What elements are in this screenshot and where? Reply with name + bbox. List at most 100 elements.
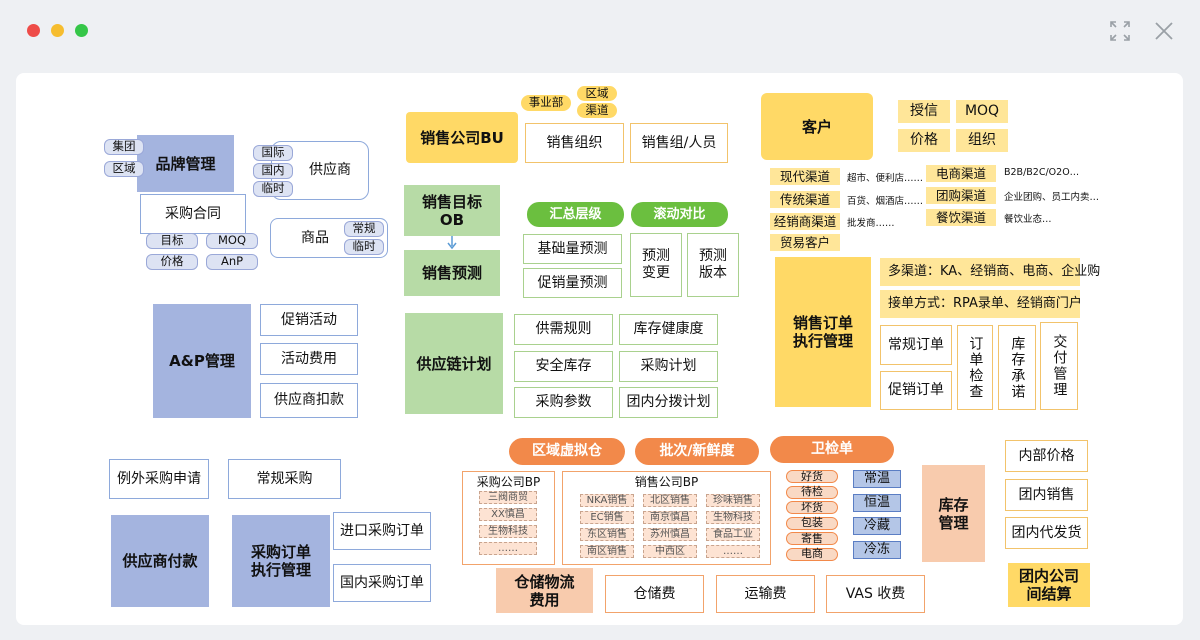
stock-status-item: 坏货 [786, 501, 838, 514]
supplier-tag-intl: 国际 [253, 145, 293, 161]
stock-status-item: 好货 [786, 470, 838, 483]
close-icon[interactable] [1151, 18, 1177, 44]
summary-level: 汇总层级 [527, 202, 624, 227]
bp2-item: 生物科技 [706, 511, 760, 524]
intra-group-shipping: 团内代发货 [1005, 517, 1088, 549]
vas-fee: VAS 收费 [826, 575, 925, 613]
customer: 客户 [761, 93, 873, 160]
maximize-dot[interactable] [75, 24, 88, 37]
bp2-item: 食品工业 [706, 528, 760, 541]
bp2-item: 南京慎昌 [643, 511, 697, 524]
channel-trade: 贸易客户 [770, 234, 840, 251]
channel-traditional-desc: 百货、烟酒店…… [847, 196, 924, 207]
domestic-purchase-order: 国内采购订单 [333, 564, 431, 602]
bp2-item: 东区销售 [580, 528, 634, 541]
bp1-item: 生物科技 [479, 525, 537, 538]
sales-group: 销售组/人员 [630, 123, 728, 163]
goods-tag-temp: 临时 [344, 239, 384, 255]
customer-tag-moq: MOQ [956, 100, 1008, 123]
inventory-management: 库存 管理 [922, 465, 985, 562]
anp-promo-activity: 促销活动 [260, 304, 358, 336]
order-receive-method: 接单方式：RPA录单、经销商门户 [880, 290, 1082, 318]
goods-tag-regular: 常规 [344, 221, 384, 237]
sales-order-execution: 销售订单 执行管理 [775, 257, 871, 407]
temperature-item: 恒温 [853, 493, 901, 512]
rolling-compare: 滚动对比 [631, 202, 728, 227]
brand-tag-region: 区域 [104, 161, 144, 177]
channel-groupbuy-desc: 企业团购、员工内卖… [1004, 192, 1100, 203]
tag-price: 价格 [146, 254, 198, 270]
sales-target-ob: 销售目标 OB [404, 185, 500, 236]
bu-tag-region: 区域 [577, 86, 617, 101]
bp2-item: 珍味销售 [706, 494, 760, 507]
bp2-item: EC销售 [580, 511, 634, 524]
forecast-version: 预测 版本 [687, 233, 739, 297]
bp2-item: 中西区 [643, 545, 697, 558]
tag-anp: AnP [206, 254, 258, 270]
channel-ecommerce-desc: B2B/B2C/O2O… [1004, 167, 1080, 178]
import-purchase-order: 进口采购订单 [333, 512, 431, 550]
channel-dealer-desc: 批发商…… [847, 218, 895, 229]
fullscreen-icon[interactable] [1107, 18, 1133, 44]
intra-group-sales: 团内销售 [1005, 479, 1088, 511]
stock-status-item: 包装 [786, 516, 838, 530]
stock-status-item: 寄售 [786, 532, 838, 545]
bu-tag-channel: 渠道 [577, 103, 617, 118]
sales-bu: 销售公司BU [406, 112, 518, 163]
channel-ecommerce: 电商渠道 [926, 165, 996, 182]
bp2-item: NKA销售 [580, 494, 634, 507]
promo-forecast: 促销量预测 [523, 268, 622, 298]
safety-stock: 安全库存 [514, 351, 613, 382]
channel-dealer: 经销商渠道 [770, 213, 840, 230]
bp2-item: 苏州慎昌 [643, 528, 697, 541]
supplier-payment: 供应商付款 [111, 515, 209, 607]
channel-catering-desc: 餐饮业态… [1004, 214, 1052, 225]
bp2-item: …… [706, 545, 760, 558]
base-forecast: 基础量预测 [523, 234, 622, 264]
anp-activity-cost: 活动费用 [260, 343, 358, 375]
channel-modern: 现代渠道 [770, 168, 840, 185]
supplier-tag-temp: 临时 [253, 181, 293, 197]
sales-org: 销售组织 [525, 123, 624, 163]
supply-chain-plan: 供应链计划 [405, 313, 503, 414]
brand-management: 品牌管理 [137, 135, 234, 192]
intra-group-allocation: 团内分拨计划 [619, 387, 718, 418]
purchase-company-bp-label: 采购公司BP [476, 474, 541, 489]
bp1-item: XX慎昌 [479, 508, 537, 521]
minimize-dot[interactable] [51, 24, 64, 37]
order-promo: 促销订单 [880, 371, 952, 410]
channel-modern-desc: 超市、便利店…… [847, 173, 924, 184]
internal-price: 内部价格 [1005, 440, 1088, 472]
channel-traditional: 传统渠道 [770, 191, 840, 208]
inventory-health: 库存健康度 [619, 314, 718, 345]
supplier-label: 供应商 [309, 162, 351, 179]
sales-company-bp-label: 销售公司BP [634, 474, 699, 489]
tag-target: 目标 [146, 233, 198, 249]
exception-purchase: 例外采购申请 [109, 459, 209, 499]
title-bar [0, 0, 1200, 62]
customer-tag-org: 组织 [956, 129, 1008, 152]
channel-groupbuy: 团购渠道 [926, 187, 996, 204]
storage-fee: 仓储费 [605, 575, 704, 613]
order-regular: 常规订单 [880, 325, 952, 365]
close-dot[interactable] [27, 24, 40, 37]
transport-fee: 运输费 [716, 575, 815, 613]
intra-group-settlement: 团内公司 间结算 [1008, 563, 1090, 607]
supplier-tag-domestic: 国内 [253, 163, 293, 179]
stock-status-item: 电商 [786, 547, 838, 561]
stock-status-item: 待检 [786, 485, 838, 499]
anp-supplier-deduction: 供应商扣款 [260, 383, 358, 418]
bu-tag-division: 事业部 [521, 95, 571, 111]
forecast-change: 预测 变更 [630, 233, 682, 297]
bp2-item: 南区销售 [580, 545, 634, 558]
purchase-plan: 采购计划 [619, 351, 718, 382]
inventory-commit: 库存承诺 [998, 325, 1036, 410]
purchase-contract: 采购合同 [140, 194, 246, 234]
customer-tag-price: 价格 [898, 129, 950, 152]
brand-tag-group: 集团 [104, 139, 144, 155]
health-inspection: 卫检单 [770, 436, 894, 463]
purchase-params: 采购参数 [514, 387, 613, 418]
sales-forecast: 销售预测 [404, 250, 500, 296]
bp1-item: 三阀商贸 [479, 491, 537, 504]
order-multichannel: 多渠道：KA、经销商、电商、企业购 [880, 258, 1100, 286]
